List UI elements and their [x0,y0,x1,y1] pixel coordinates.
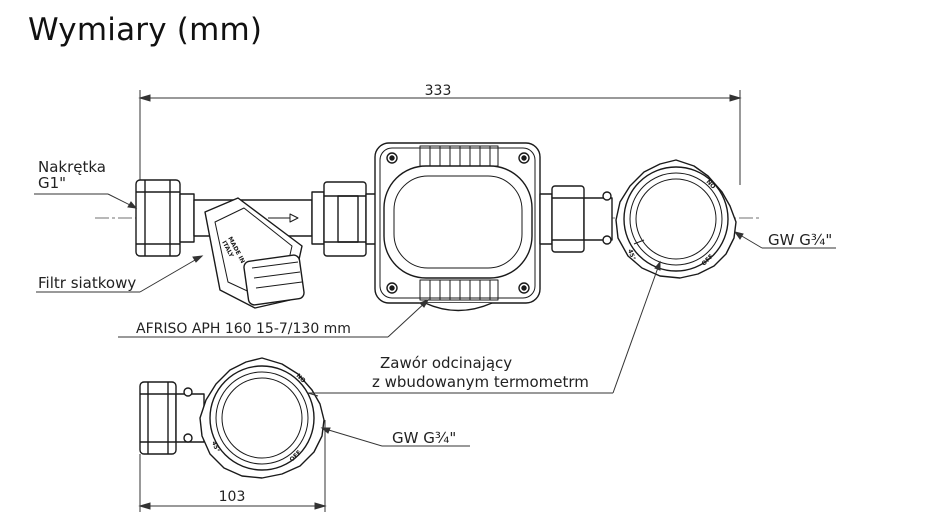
bottom-handle-angle-mark: 45° [210,440,220,453]
overall-length-value: 333 [425,83,452,99]
union-nut-left [135,179,195,257]
pump-outlet-nut [539,185,613,253]
pump-model-label: AFRISO APH 160 15-7/130 mm [136,321,351,337]
valve-label-line1: Zawór odcinający [380,354,512,372]
strainer-label: Filtr siatkowy [38,274,136,292]
valve-label-line2: z wbudowanym termometrm [372,373,589,391]
pump-body [374,142,541,312]
pump-inlet-nut [311,181,377,257]
strainer-basket [204,197,305,309]
valve-depth-value: 103 [219,489,246,505]
top-handle-angle-mark: 45° [626,248,636,261]
dimension-overall-length [138,90,742,185]
dimension-valve-depth [138,420,327,512]
thread-top-label: GW G¾" [768,231,832,249]
leader-lines [34,193,836,447]
shutoff-valve-bottom [139,357,325,479]
union-nut-label-line2: G1" [38,174,66,192]
thread-bottom-label: GW G¾" [392,429,456,447]
pump-assembly: MADE IN ITALY [135,142,737,312]
shutoff-valve-top [615,159,737,279]
page-title: Wymiary (mm) [28,12,263,48]
union-nut-label-line1: Nakrętka [38,158,106,176]
